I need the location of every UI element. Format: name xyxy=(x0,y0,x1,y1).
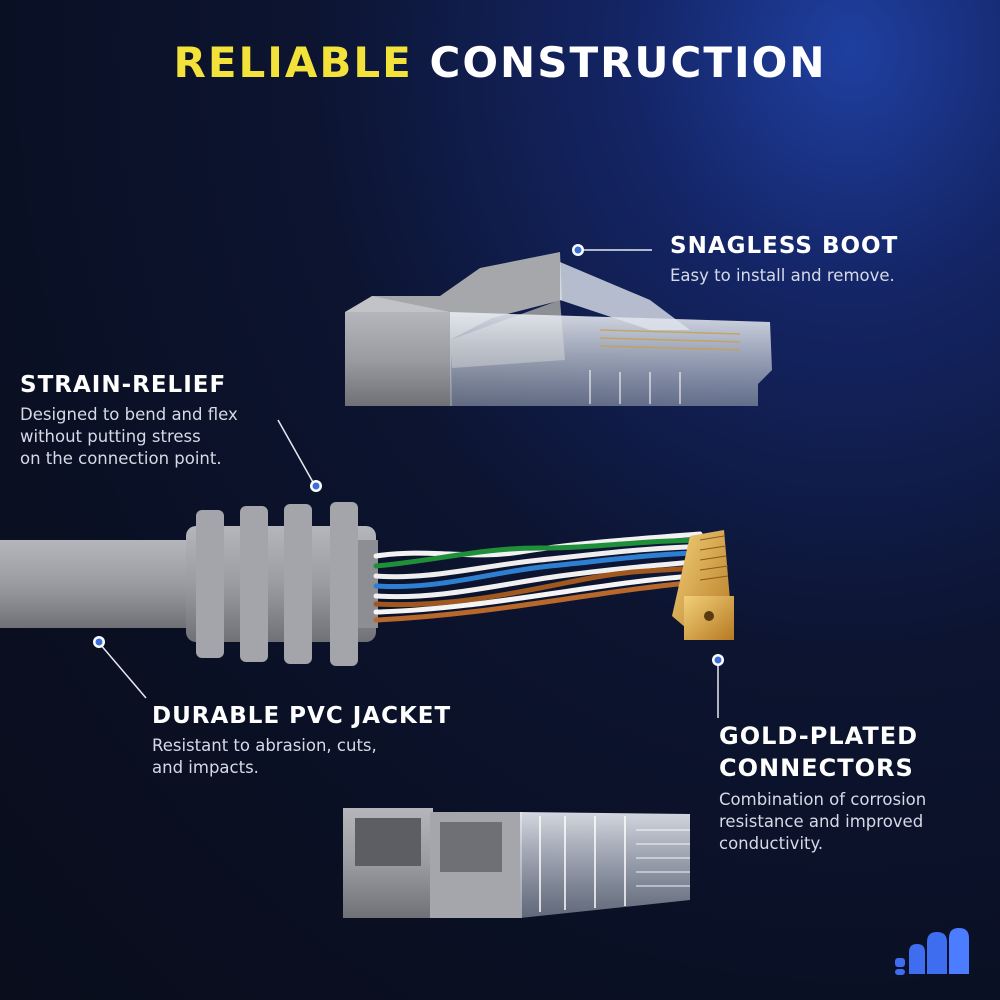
callout-snagless-boot: SNAGLESS BOOT Easy to install and remove… xyxy=(670,233,990,287)
callout-gold-plated: GOLD-PLATED CONNECTORS Combination of co… xyxy=(719,720,989,856)
callout-leaders xyxy=(99,249,719,718)
callout-text: Combination of corrosion resistance and … xyxy=(719,789,927,854)
gold-contacts xyxy=(672,530,734,640)
rj45-connector-bottom xyxy=(343,808,690,918)
callout-heading: SNAGLESS BOOT xyxy=(670,233,899,259)
page-title: RELIABLE CONSTRUCTION xyxy=(0,38,1000,87)
callout-heading: STRAIN-RELIEF xyxy=(20,372,227,398)
callout-heading: DURABLE PVC JACKET xyxy=(152,703,452,729)
callout-dot-icon xyxy=(93,244,724,666)
title-rest: CONSTRUCTION xyxy=(429,38,827,87)
callout-text: Resistant to abrasion, cuts, and impacts… xyxy=(152,735,377,777)
title-accent: RELIABLE xyxy=(173,38,413,87)
brand-logo-icon xyxy=(895,928,969,975)
callout-text: Designed to bend and flex without puttin… xyxy=(20,404,238,469)
twisted-wire-pairs xyxy=(373,531,723,623)
callout-text: Easy to install and remove. xyxy=(670,265,895,285)
snagless-boot-connector xyxy=(345,252,772,406)
callout-strain-relief: STRAIN-RELIEF Designed to bend and flex … xyxy=(20,372,320,470)
callout-heading: GOLD-PLATED CONNECTORS xyxy=(719,722,919,783)
pvc-cable-jacket xyxy=(0,540,200,628)
callout-pvc-jacket: DURABLE PVC JACKET Resistant to abrasion… xyxy=(152,703,482,779)
strain-relief-boot xyxy=(186,502,378,666)
